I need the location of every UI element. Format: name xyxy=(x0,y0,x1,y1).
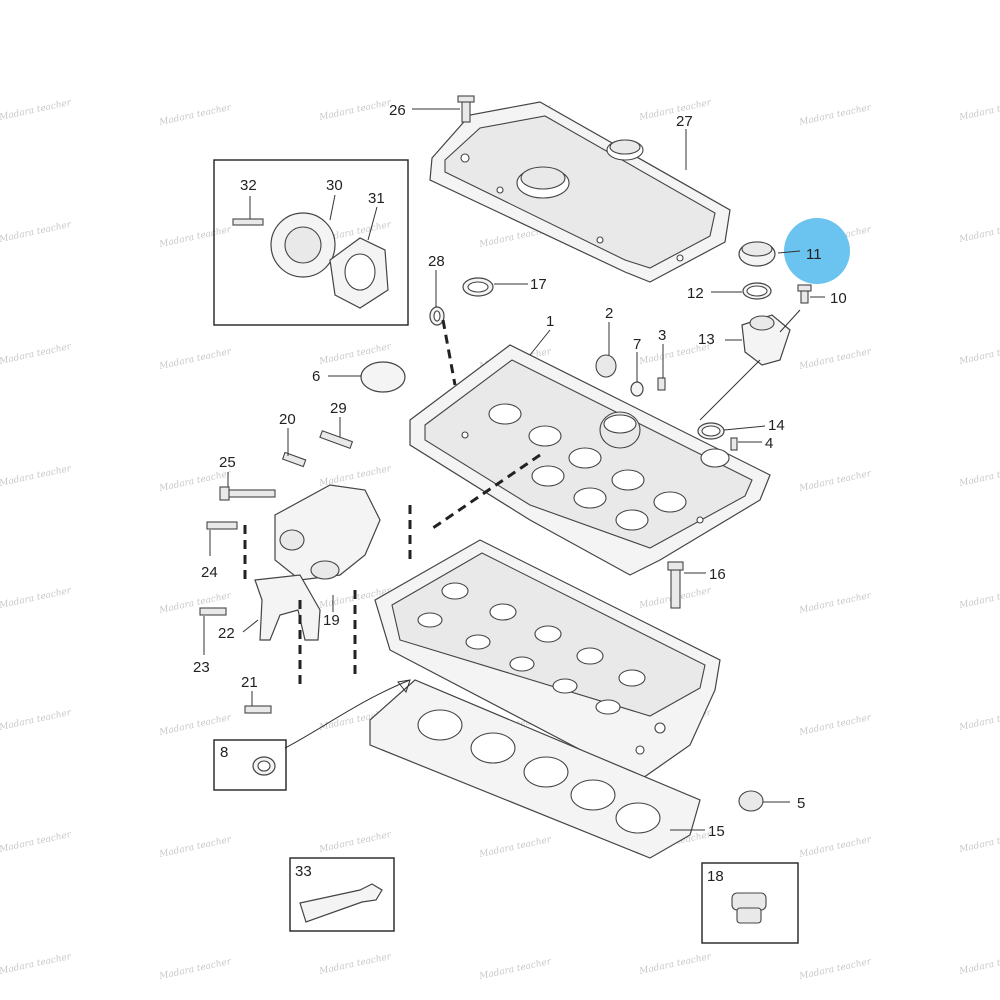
callout-6: 6 xyxy=(312,368,320,385)
callout-31: 31 xyxy=(368,190,385,207)
watermark-text: Madara teacher xyxy=(478,835,553,860)
watermark-text: Madara teacher xyxy=(0,952,73,977)
callout-3: 3 xyxy=(658,327,666,344)
camshaft-cover-part-1 xyxy=(409,344,771,576)
inset-box-8 xyxy=(213,739,287,791)
watermark-text: Madara teacher xyxy=(798,103,873,128)
watermark-text: Madara teacher xyxy=(958,586,1000,611)
watermark-text: Madara teacher xyxy=(958,830,1000,855)
cylinder-head xyxy=(374,539,721,781)
inset-box-pump-assembly xyxy=(213,159,409,326)
watermark-text: Madara teacher xyxy=(638,952,713,977)
watermark-text: Madara teacher xyxy=(798,591,873,616)
callout-30: 30 xyxy=(326,177,343,194)
callout-29: 29 xyxy=(330,400,347,417)
callout-2: 2 xyxy=(605,305,613,322)
watermark-text: Madara teacher xyxy=(798,957,873,982)
watermark-text: Madara teacher xyxy=(158,225,233,250)
watermark-text: Madara teacher xyxy=(0,342,73,367)
watermark-text: Madara teacher xyxy=(958,952,1000,977)
watermark-text: Madara teacher xyxy=(478,957,553,982)
assembly-lines xyxy=(243,319,541,749)
small-parts xyxy=(199,95,812,924)
watermark-text: Madara teacher xyxy=(318,952,393,977)
watermark-text: Madara teacher xyxy=(158,835,233,860)
callout-20: 20 xyxy=(279,411,296,428)
callout-4: 4 xyxy=(765,435,773,452)
watermark-text: Madara teacher xyxy=(798,347,873,372)
callout-27: 27 xyxy=(676,113,693,130)
watermark-text: Madara teacher xyxy=(798,469,873,494)
watermark-text: Madara teacher xyxy=(0,220,73,245)
watermark-text: Madara teacher xyxy=(0,464,73,489)
inset-box-18 xyxy=(701,862,799,944)
callout-33: 33 xyxy=(295,863,312,880)
callout-21: 21 xyxy=(241,674,258,691)
inset-box-33 xyxy=(289,857,395,932)
callout-14: 14 xyxy=(768,417,785,434)
watermark-text: Madara teacher xyxy=(0,586,73,611)
watermark-text: Madara teacher xyxy=(158,103,233,128)
callout-13: 13 xyxy=(698,331,715,348)
valve-cover-part-27 xyxy=(429,101,731,283)
watermark-text: Madara teacher xyxy=(958,464,1000,489)
watermark-text: Madara teacher xyxy=(958,98,1000,123)
callout-7: 7 xyxy=(633,336,641,353)
watermark-text: Madara teacher xyxy=(958,342,1000,367)
watermark-text: Madara teacher xyxy=(958,708,1000,733)
callout-12: 12 xyxy=(687,285,704,302)
callout-24: 24 xyxy=(201,564,218,581)
leader-lines xyxy=(203,108,825,831)
watermark-text: Madara teacher xyxy=(958,220,1000,245)
callout-1: 1 xyxy=(546,313,554,330)
callout-25: 25 xyxy=(219,454,236,471)
callout-8: 8 xyxy=(220,744,228,761)
callout-19: 19 xyxy=(323,612,340,629)
callout-23: 23 xyxy=(193,659,210,676)
callout-11: 11 xyxy=(806,246,822,263)
head-gasket-part-15 xyxy=(369,679,701,859)
watermark-text: Madara teacher xyxy=(0,98,73,123)
callout-10: 10 xyxy=(830,290,847,307)
watermark-text: Madara teacher xyxy=(0,830,73,855)
watermark-text: Madara teacher xyxy=(798,713,873,738)
callout-11-highlight xyxy=(784,218,850,284)
callout-26: 26 xyxy=(389,102,406,119)
callout-18: 18 xyxy=(707,868,724,885)
watermark-text: Madara teacher xyxy=(158,957,233,982)
watermark-text: Madara teacher xyxy=(158,347,233,372)
watermark-text: Madara teacher xyxy=(0,708,73,733)
callout-22: 22 xyxy=(218,625,235,642)
watermark-text: Madara teacher xyxy=(318,98,393,123)
watermark-text: Madara teacher xyxy=(158,713,233,738)
callout-5: 5 xyxy=(797,795,805,812)
callout-labels: 26 27 11 12 10 13 17 28 1 2 7 3 14 4 16 … xyxy=(193,102,847,885)
callout-16: 16 xyxy=(709,566,726,583)
callout-17: 17 xyxy=(530,276,547,293)
watermark-text: Madara teacher xyxy=(318,830,393,855)
callout-32: 32 xyxy=(240,177,257,194)
callout-28: 28 xyxy=(428,253,445,270)
watermark-text: Madara teacher xyxy=(798,835,873,860)
callout-15: 15 xyxy=(708,823,725,840)
